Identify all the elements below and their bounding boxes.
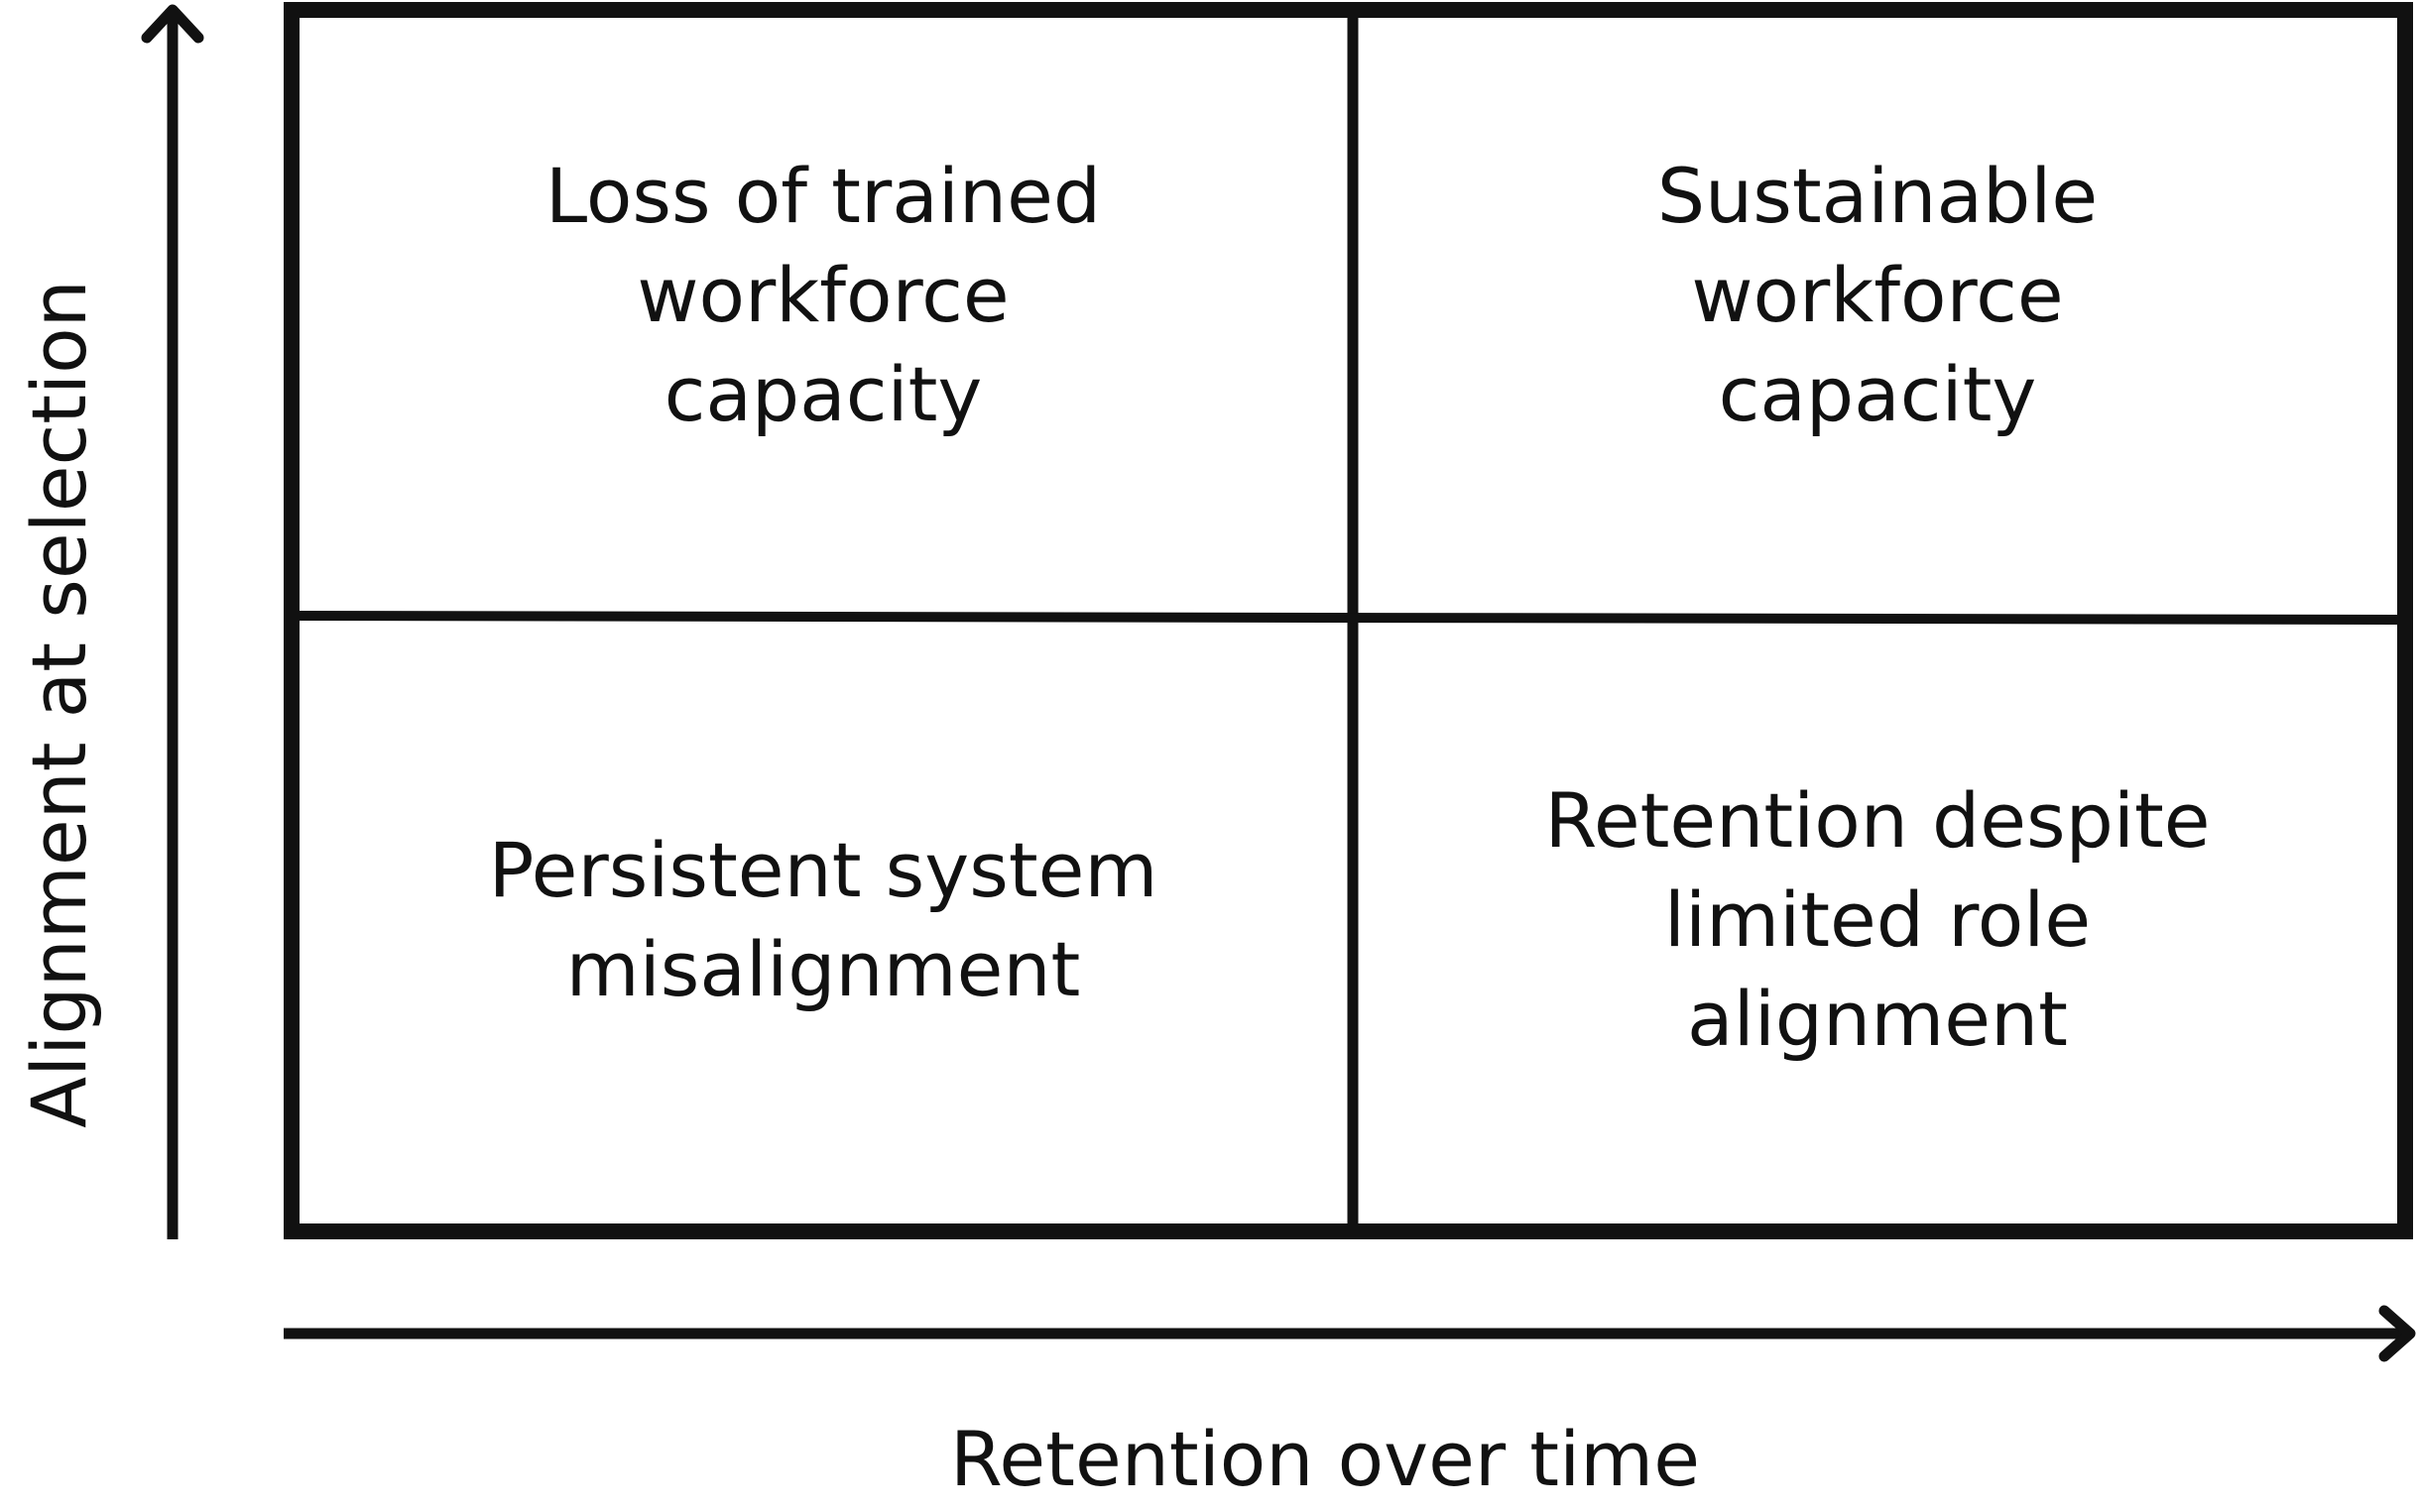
quadrant-label-line: workforce <box>637 251 1010 339</box>
quadrant-label-line: Loss of trained <box>544 152 1102 240</box>
quadrant-label-line: capacity <box>664 350 983 438</box>
quadrant-label-line: Sustainable <box>1656 152 2099 240</box>
quadrant-label-line: Retention despite <box>1544 776 2211 865</box>
quadrant-top-left-label: Loss of trained workforce capacity <box>327 147 1319 444</box>
quadrant-bottom-right-label: Retention despite limited role alignment <box>1382 771 2373 1069</box>
grid-horizontal-divider <box>291 611 2406 625</box>
y-axis-label: Alignment at selection <box>15 280 103 1128</box>
quadrant-label-line: limited role <box>1663 875 2092 964</box>
y-axis-arrowhead <box>141 4 204 44</box>
quadrant-label-line: alignment <box>1687 975 2068 1063</box>
quadrant-bottom-left-label: Persistent system misalignment <box>327 821 1319 1019</box>
quadrant-label-line: Persistent system <box>488 826 1158 914</box>
x-axis-arrowhead <box>2378 1305 2416 1362</box>
quadrant-top-right-label: Sustainable workforce capacity <box>1382 147 2373 444</box>
quadrant-label-line: capacity <box>1718 350 2037 438</box>
quadrant-label-line: misalignment <box>565 925 1081 1013</box>
quadrant-label-line: workforce <box>1691 251 2064 339</box>
x-axis-label: Retention over time <box>950 1415 1700 1503</box>
